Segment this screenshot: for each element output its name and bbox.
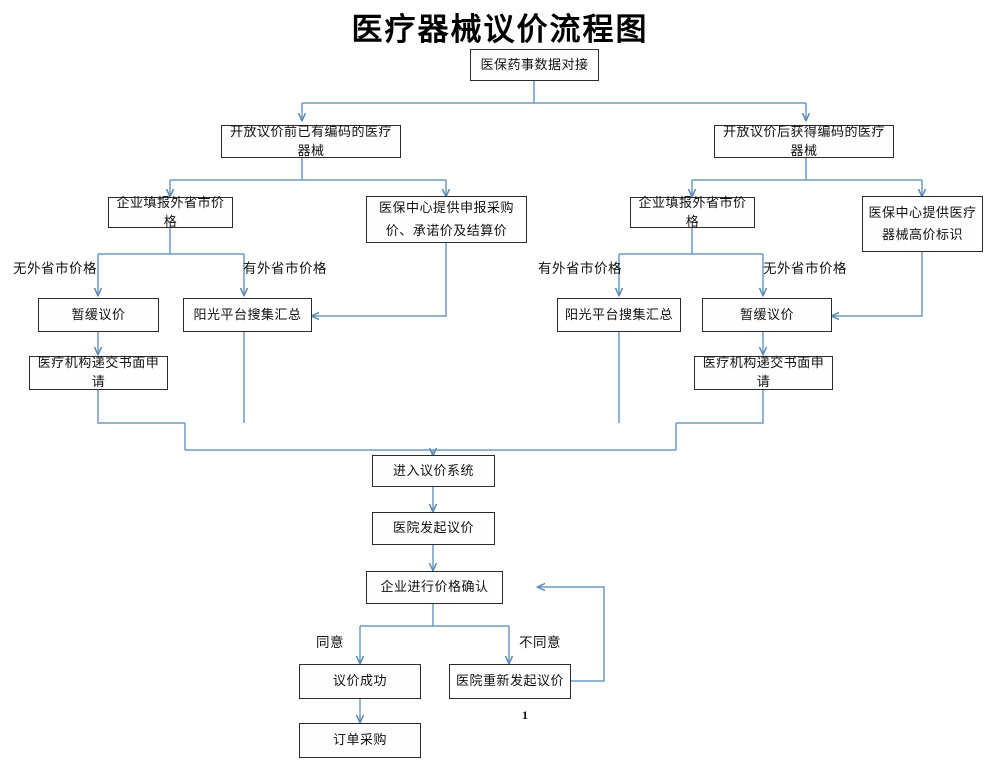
node-enter-system[interactable]: 进入议价系统 — [372, 455, 495, 487]
node-hospital-initiate[interactable]: 医院发起议价 — [372, 512, 495, 545]
node-left-insurance-center[interactable]: 医保中心提供申报采购价、承诺价及结算价 — [366, 196, 527, 243]
node-hospital-reinitiate[interactable]: 医院重新发起议价 — [449, 664, 571, 699]
node-left-enterprise-price[interactable]: 企业填报外省市价格 — [108, 195, 233, 229]
node-order-purchase[interactable]: 订单采购 — [299, 723, 421, 758]
edge-label-left-no-price: 无外省市价格 — [13, 261, 97, 276]
node-root[interactable]: 医保药事数据对接 — [470, 49, 599, 81]
edge-label-agree: 同意 — [316, 635, 344, 650]
node-right-insurance-center[interactable]: 医保中心提供医疗器械高价标识 — [862, 196, 983, 252]
edge-label-left-has-price: 有外省市价格 — [243, 261, 327, 276]
node-right-enterprise-price[interactable]: 企业填报外省市价格 — [630, 195, 755, 229]
node-right-sunshine[interactable]: 阳光平台搜集汇总 — [557, 298, 681, 332]
node-right-branch[interactable]: 开放议价后获得编码的医疗器械 — [714, 124, 894, 158]
page-title: 医疗器械议价流程图 — [351, 12, 649, 47]
node-left-branch[interactable]: 开放议价前已有编码的医疗器械 — [221, 124, 401, 158]
node-left-sunshine[interactable]: 阳光平台搜集汇总 — [183, 298, 312, 332]
node-left-written-application[interactable]: 医疗机构递交书面申请 — [29, 355, 168, 390]
node-enterprise-confirm[interactable]: 企业进行价格确认 — [366, 571, 503, 604]
node-negotiation-success[interactable]: 议价成功 — [299, 664, 421, 699]
node-left-suspend[interactable]: 暂缓议价 — [38, 298, 159, 332]
edge-label-right-has-price: 有外省市价格 — [538, 261, 622, 276]
node-right-written-application[interactable]: 医疗机构递交书面申请 — [694, 355, 833, 390]
node-right-suspend[interactable]: 暂缓议价 — [702, 298, 832, 332]
edge-label-right-no-price: 无外省市价格 — [763, 261, 847, 276]
page-number: 1 — [522, 708, 528, 722]
edge-label-disagree: 不同意 — [519, 635, 561, 650]
